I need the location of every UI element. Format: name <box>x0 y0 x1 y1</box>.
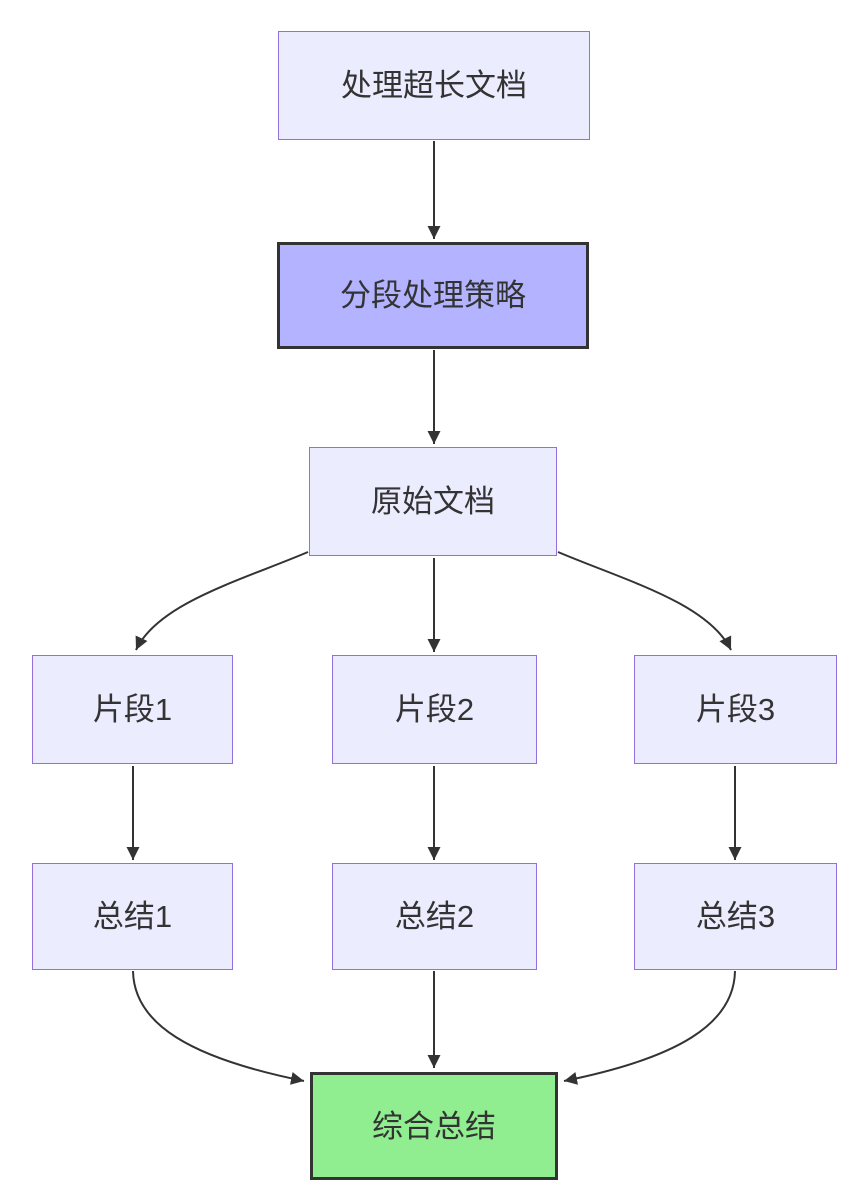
node-summary-1: 总结1 <box>32 863 233 970</box>
edge-originaldoc-chunk1 <box>135 551 309 651</box>
node-chunk-2: 片段2 <box>332 655 537 764</box>
node-input-doc: 处理超长文档 <box>278 31 590 140</box>
node-final-summary: 综合总结 <box>310 1072 558 1180</box>
node-final-summary-label: 综合总结 <box>372 1108 496 1144</box>
node-chunk-1: 片段1 <box>32 655 233 764</box>
node-original-doc-label: 原始文档 <box>371 484 495 519</box>
node-chunk-3-label: 片段3 <box>695 692 776 727</box>
node-chunk-3: 片段3 <box>634 655 837 764</box>
node-summary-3-label: 总结3 <box>695 899 776 934</box>
node-strategy-label: 分段处理策略 <box>340 278 526 313</box>
node-summary-3: 总结3 <box>634 863 837 970</box>
edge-summary1-final <box>132 970 305 1085</box>
node-chunk-2-label: 片段2 <box>394 692 475 727</box>
node-chunk-1-label: 片段1 <box>92 692 173 727</box>
node-strategy: 分段处理策略 <box>277 242 589 349</box>
node-summary-2: 总结2 <box>332 863 537 970</box>
edge-summary3-final <box>563 970 736 1085</box>
node-original-doc: 原始文档 <box>309 447 557 556</box>
node-input-doc-label: 处理超长文档 <box>341 68 527 103</box>
edge-originaldoc-chunk3 <box>557 551 732 651</box>
node-summary-1-label: 总结1 <box>92 899 173 934</box>
node-summary-2-label: 总结2 <box>394 899 475 934</box>
